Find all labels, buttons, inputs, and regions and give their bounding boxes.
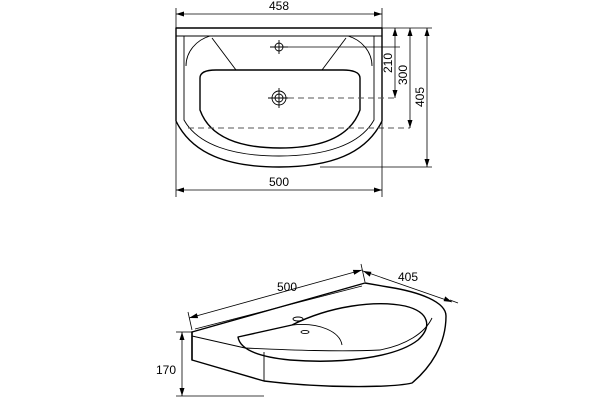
dimension-bottom-width: 500 bbox=[175, 122, 383, 197]
perspective-right-front bbox=[379, 317, 433, 351]
dimension-top-width: 458 bbox=[175, 0, 383, 28]
dim-top-width-label: 458 bbox=[269, 0, 289, 13]
perspective-tap-hole-icon bbox=[292, 316, 304, 322]
basin-rim-outline bbox=[183, 36, 375, 157]
basin-outer-outline bbox=[175, 27, 383, 168]
perspective-bowl-inner bbox=[291, 324, 343, 346]
dim-bottom-width-label: 500 bbox=[269, 175, 289, 189]
dimension-drain-depth: 300 bbox=[396, 28, 413, 128]
dimension-tap-depth: 210 bbox=[283, 28, 400, 98]
dim-tap-depth-label: 210 bbox=[381, 53, 395, 73]
dim-perspective-depth-label: 405 bbox=[398, 270, 418, 284]
dim-total-depth-label: 405 bbox=[413, 87, 427, 107]
basin-shoulder-line-left bbox=[211, 37, 237, 71]
perspective-drain-icon bbox=[300, 329, 310, 335]
basin-shoulder-right bbox=[347, 35, 373, 67]
perspective-view: 500 405 170 bbox=[156, 263, 459, 397]
top-view: 458 500 210 300 bbox=[175, 0, 432, 197]
dim-drain-depth-label: 300 bbox=[396, 65, 410, 85]
dim-perspective-width-label: 500 bbox=[277, 280, 297, 294]
perspective-front-face bbox=[191, 335, 381, 352]
perspective-top-surface bbox=[191, 282, 447, 388]
dimension-perspective-depth: 405 bbox=[362, 270, 459, 304]
drain-icon bbox=[268, 88, 290, 108]
dimension-perspective-width: 500 bbox=[187, 263, 366, 331]
perspective-rear-edge bbox=[194, 285, 363, 330]
basin-shoulder-left bbox=[185, 35, 211, 67]
dimension-total-depth: 405 bbox=[320, 28, 432, 168]
dimension-perspective-height: 170 bbox=[156, 331, 264, 397]
basin-bowl-outline bbox=[199, 69, 361, 149]
dim-perspective-height-label: 170 bbox=[156, 363, 176, 377]
perspective-bowl-outline bbox=[237, 303, 428, 362]
basin-shoulder-line-right bbox=[321, 37, 347, 71]
